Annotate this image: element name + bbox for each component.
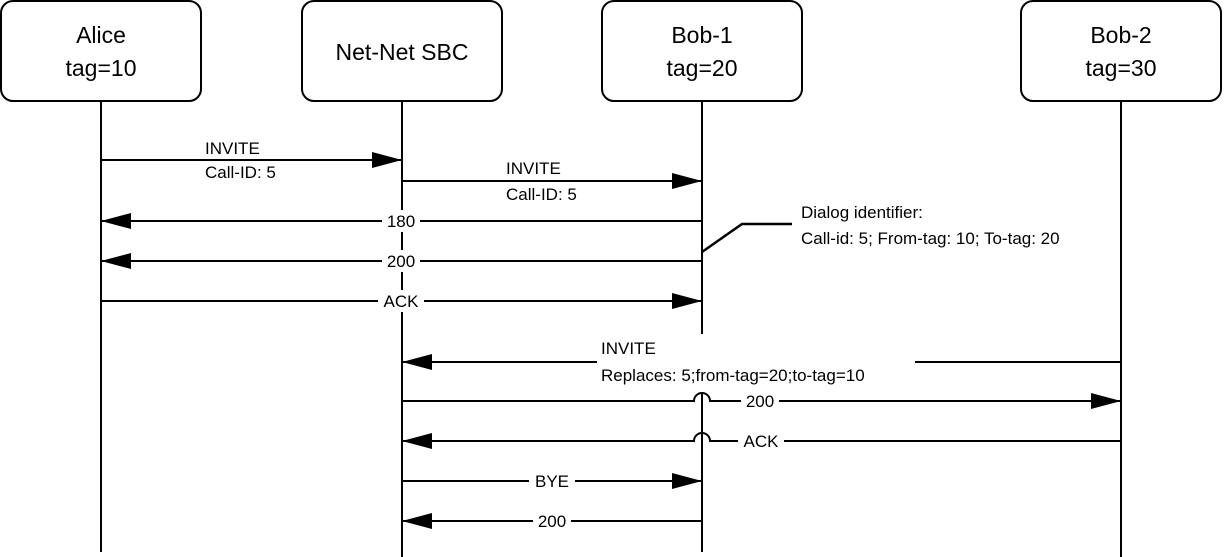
participant-name: Alice <box>76 22 126 48</box>
label-background <box>529 470 575 492</box>
participant-box <box>0 0 202 102</box>
message-label: 200 <box>387 252 415 271</box>
participant-tag: tag=20 <box>667 55 738 81</box>
message-sublabel: Replaces: 5;from-tag=20;to-tag=10 <box>601 366 865 385</box>
message-arrow <box>402 392 1121 409</box>
dialog-identifier-callout: Dialog identifier: Call-id: 5; From-tag:… <box>701 203 1060 254</box>
message-label: INVITE <box>601 339 656 358</box>
participant-box <box>1020 0 1222 102</box>
participant-name: Bob-1 <box>671 22 732 48</box>
label-background <box>382 210 420 232</box>
label-background <box>533 510 571 532</box>
message-200-bob1-to-sbc: 200 <box>402 510 702 532</box>
message-200-bob1-to-alice: 200 <box>101 250 702 272</box>
callout-text: Call-id: 5; From-tag: 10; To-tag: 20 <box>801 229 1060 248</box>
label-background <box>741 390 779 412</box>
label-background <box>378 290 424 312</box>
label-background <box>738 430 784 452</box>
message-label: ACK <box>744 432 780 451</box>
participant-tag: tag=10 <box>66 55 137 81</box>
message-label: INVITE <box>205 139 260 158</box>
message-sublabel: Call-ID: 5 <box>506 185 577 204</box>
message-invite-sbc-to-bob1: INVITE Call-ID: 5 <box>402 159 702 204</box>
label-background <box>382 250 420 272</box>
message-label: ACK <box>384 292 420 311</box>
message-ack-alice-to-bob1: ACK <box>101 290 702 312</box>
message-invite-replaces-bob2-to-sbc: INVITE Replaces: 5;from-tag=20;to-tag=10 <box>402 339 1121 392</box>
message-ack-bob2-to-sbc: ACK <box>402 430 1121 452</box>
message-180-bob1-to-alice: 180 <box>101 210 702 232</box>
participant-sbc: Net-Net SBC <box>301 0 503 102</box>
message-invite-alice-to-sbc: INVITE Call-ID: 5 <box>101 139 402 182</box>
participant-box <box>601 0 803 102</box>
participant-box <box>301 0 503 102</box>
message-label: INVITE <box>506 159 561 178</box>
message-arrow <box>402 432 1121 449</box>
message-200-sbc-to-bob2: 200 <box>402 390 1121 412</box>
callout-title: Dialog identifier: <box>801 203 923 222</box>
message-bye-sbc-to-bob1: BYE <box>402 470 702 492</box>
message-label: 200 <box>538 512 566 531</box>
participant-tag: tag=30 <box>1086 55 1157 81</box>
message-label: BYE <box>535 472 569 491</box>
message-sublabel: Call-ID: 5 <box>205 163 276 182</box>
participant-alice: Alice tag=10 <box>0 0 202 102</box>
label-background <box>597 340 915 392</box>
participant-bob1: Bob-1 tag=20 <box>601 0 803 102</box>
participant-bob2: Bob-2 tag=30 <box>1020 0 1222 102</box>
message-label: 200 <box>746 392 774 411</box>
callout-line <box>701 222 792 254</box>
message-label: 180 <box>387 212 415 231</box>
participant-name: Bob-2 <box>1090 22 1151 48</box>
participant-name: Net-Net SBC <box>336 39 469 65</box>
